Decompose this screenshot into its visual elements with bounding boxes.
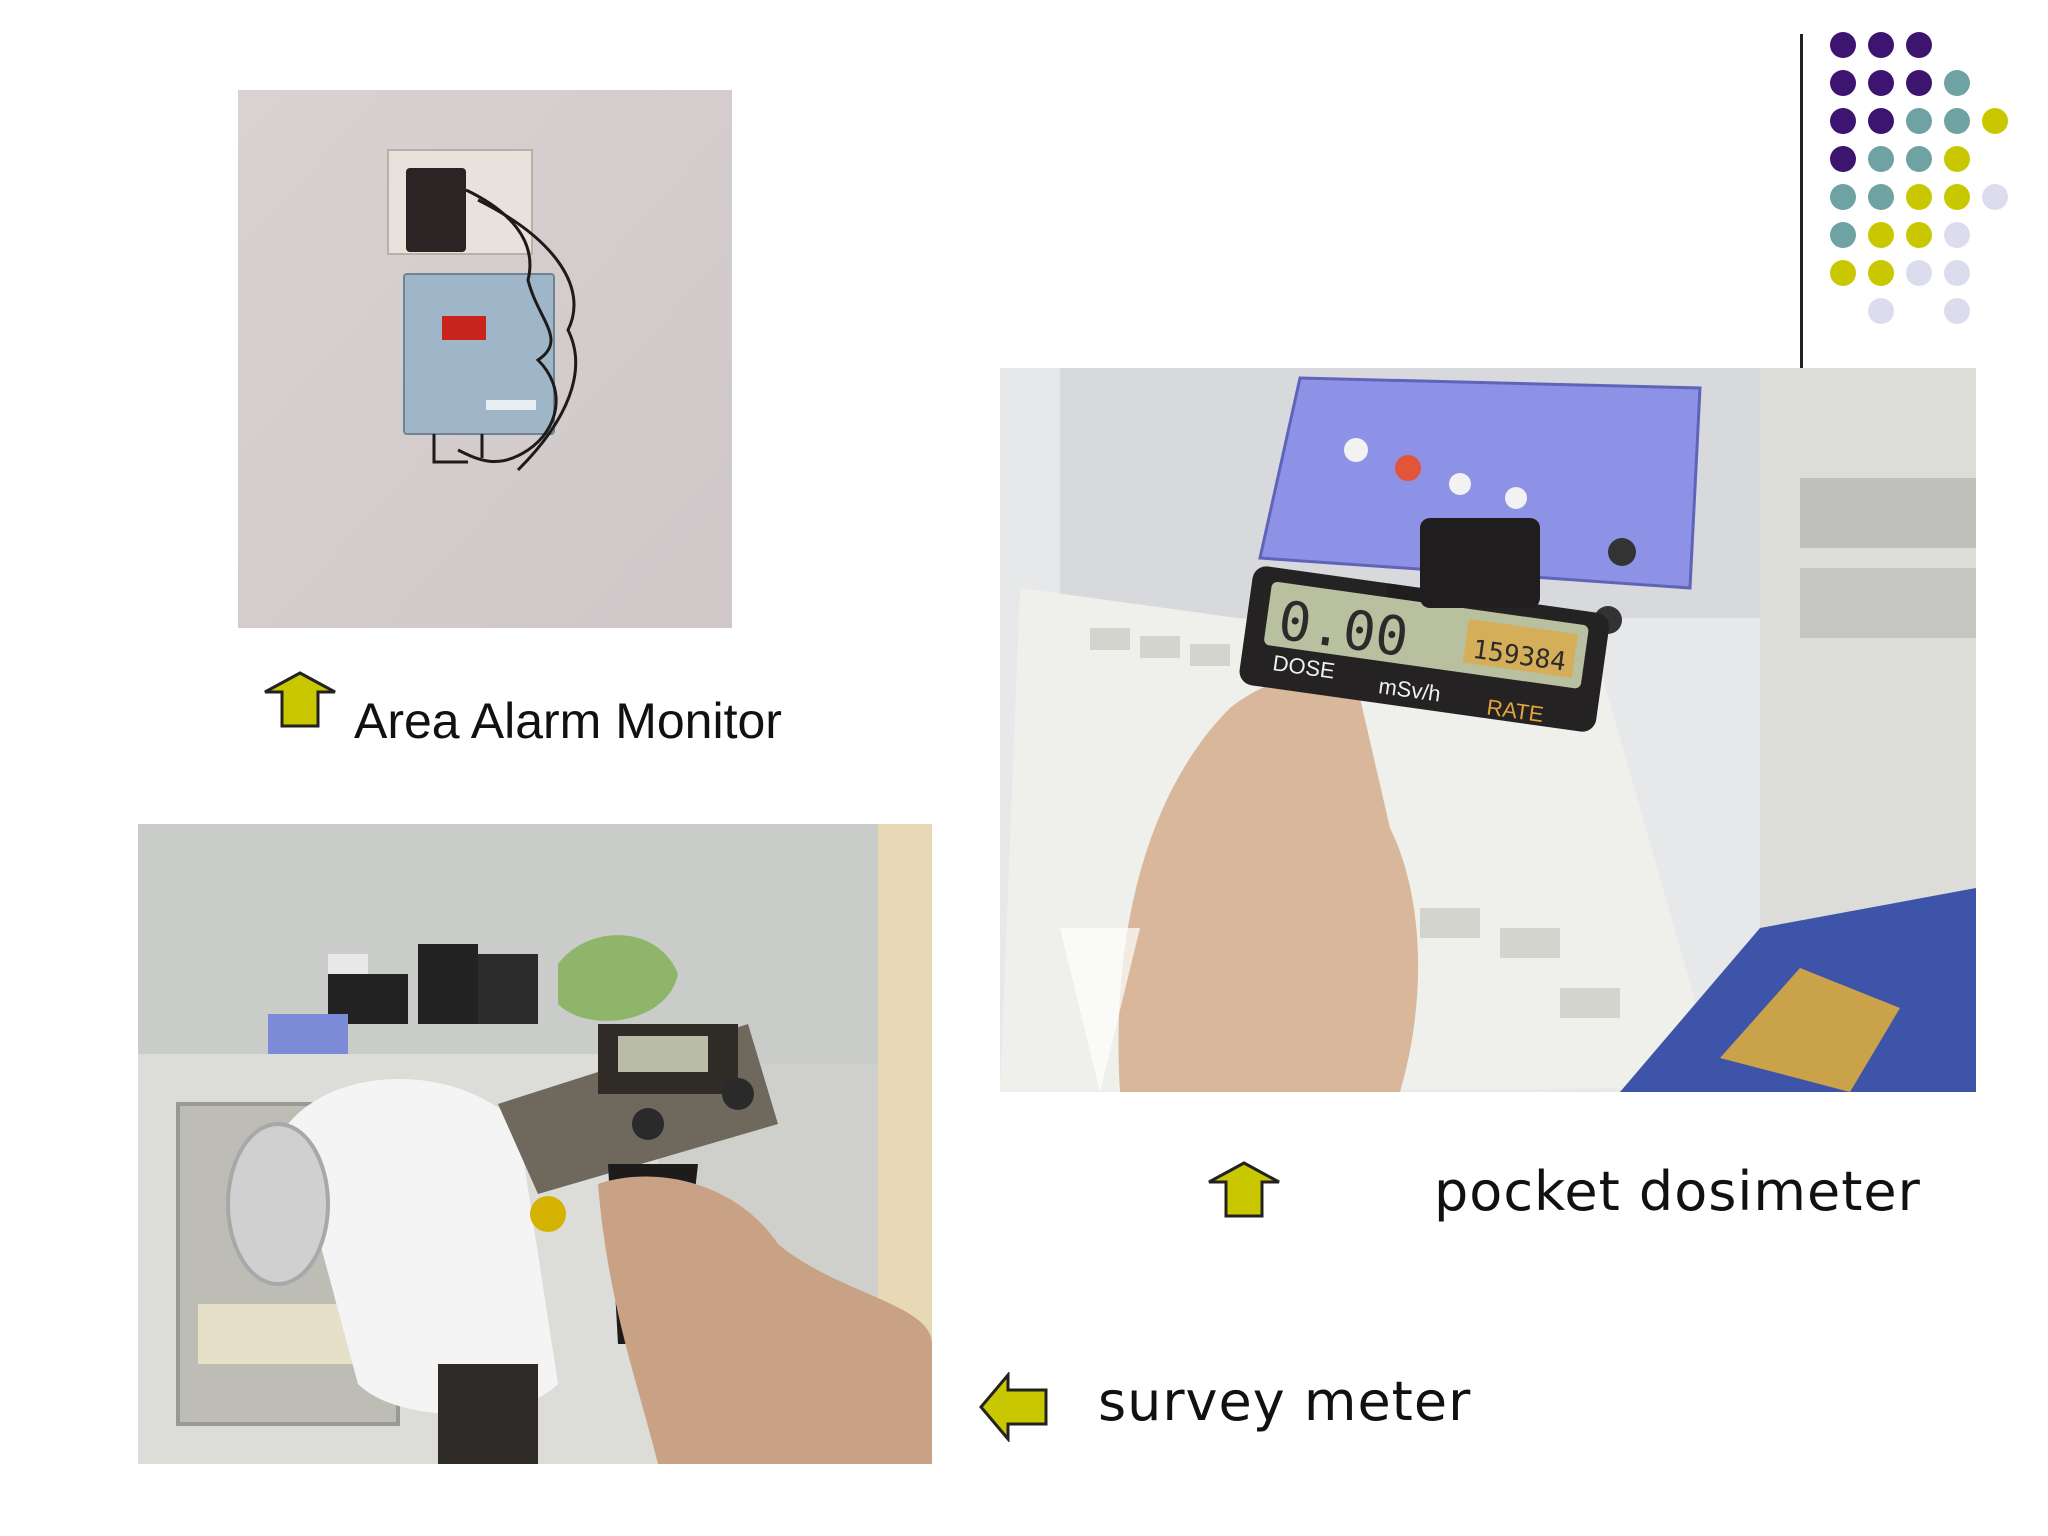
decorative-dot xyxy=(1944,70,1970,96)
decorative-dot xyxy=(1830,222,1856,248)
decorative-dot xyxy=(1944,146,1970,172)
decorative-dot xyxy=(1906,32,1932,58)
pocket-dosimeter-caption: pocket dosimeter xyxy=(1434,1160,1921,1223)
decorative-dot xyxy=(1944,108,1970,134)
decorative-dot xyxy=(1906,146,1932,172)
decorative-dot xyxy=(1944,260,1970,286)
area-alarm-monitor-caption: Area Alarm Monitor xyxy=(354,693,782,749)
decorative-dot xyxy=(1830,108,1856,134)
decorative-dot xyxy=(1830,32,1856,58)
decorative-dot xyxy=(1868,184,1894,210)
decorative-dot xyxy=(1906,108,1932,134)
decorative-dot xyxy=(1982,108,2008,134)
area-alarm-monitor-image xyxy=(238,90,732,628)
decorative-dot xyxy=(1906,70,1932,96)
arrow-up-icon xyxy=(1208,1161,1280,1218)
pocket-dosimeter-image: 0.00 DOSE mSv/h RATE 159384 xyxy=(1000,368,1976,1092)
vertical-divider xyxy=(1800,34,1803,368)
survey-meter-image xyxy=(138,824,932,1464)
decorative-dot xyxy=(1982,184,2008,210)
decorative-dot xyxy=(1830,184,1856,210)
decorative-dot xyxy=(1944,184,1970,210)
arrow-left-icon xyxy=(979,1372,1048,1442)
arrow-up-icon xyxy=(264,671,336,728)
decorative-dot xyxy=(1906,222,1932,248)
decorative-dot xyxy=(1868,108,1894,134)
decorative-dot xyxy=(1868,260,1894,286)
survey-meter-photo xyxy=(138,824,932,1464)
decorative-dot xyxy=(1944,298,1970,324)
pocket-dosimeter-photo: 0.00 DOSE mSv/h RATE 159384 xyxy=(1000,368,1976,1092)
area-alarm-monitor-photo xyxy=(238,90,732,628)
decorative-dot xyxy=(1906,260,1932,286)
decorative-dot xyxy=(1830,260,1856,286)
decorative-dot xyxy=(1868,146,1894,172)
decorative-dot xyxy=(1868,32,1894,58)
decorative-dot xyxy=(1830,70,1856,96)
decorative-dot xyxy=(1868,298,1894,324)
survey-meter-caption: survey meter xyxy=(1098,1370,1472,1433)
decorative-dot xyxy=(1868,222,1894,248)
decorative-dot xyxy=(1830,146,1856,172)
decorative-dot xyxy=(1906,184,1932,210)
decorative-dot xyxy=(1868,70,1894,96)
decorative-dot-grid xyxy=(1830,32,2020,332)
decorative-dot xyxy=(1944,222,1970,248)
